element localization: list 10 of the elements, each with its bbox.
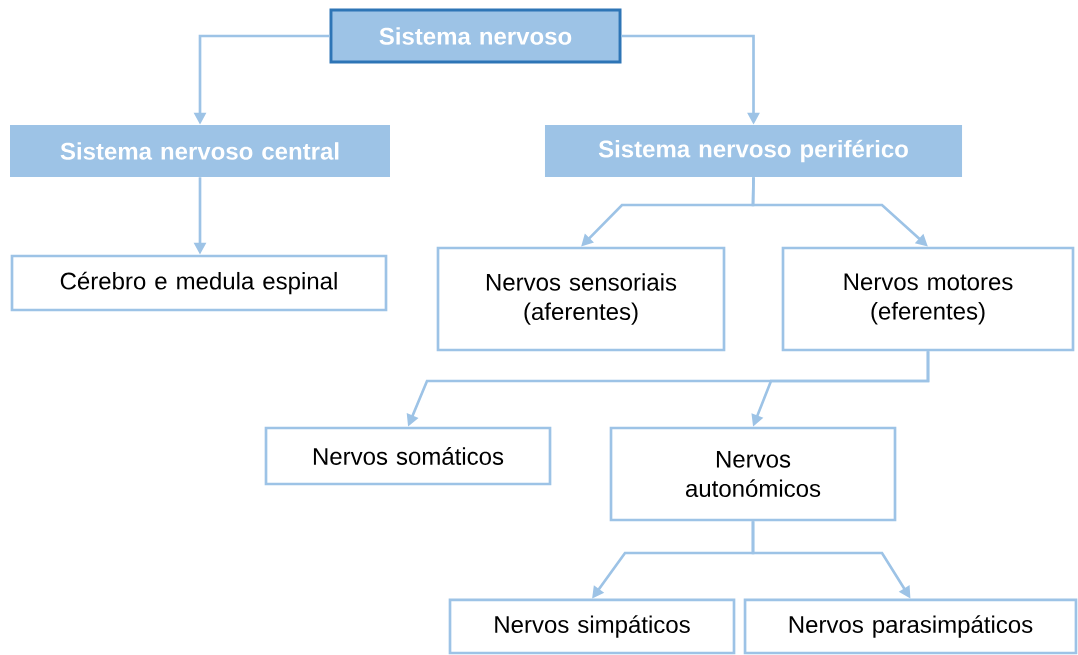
title-box: Sistema nervoso [329, 8, 622, 64]
process-box: Nervos somáticos [264, 426, 552, 486]
process-box: Cérebro e medula espinal [10, 254, 388, 312]
process-box: Nervos motores (eferentes) [781, 246, 1075, 352]
process-box: Nervos autonómicos [609, 426, 897, 522]
process-box: Nervos parasimpáticos [743, 598, 1078, 655]
heading-box: Sistema nervoso central [10, 125, 390, 177]
process-box: Nervos simpáticos [448, 598, 736, 655]
heading-box: Sistema nervoso periférico [544, 125, 963, 177]
process-box: Nervos sensoriais (aferentes) [436, 246, 726, 352]
